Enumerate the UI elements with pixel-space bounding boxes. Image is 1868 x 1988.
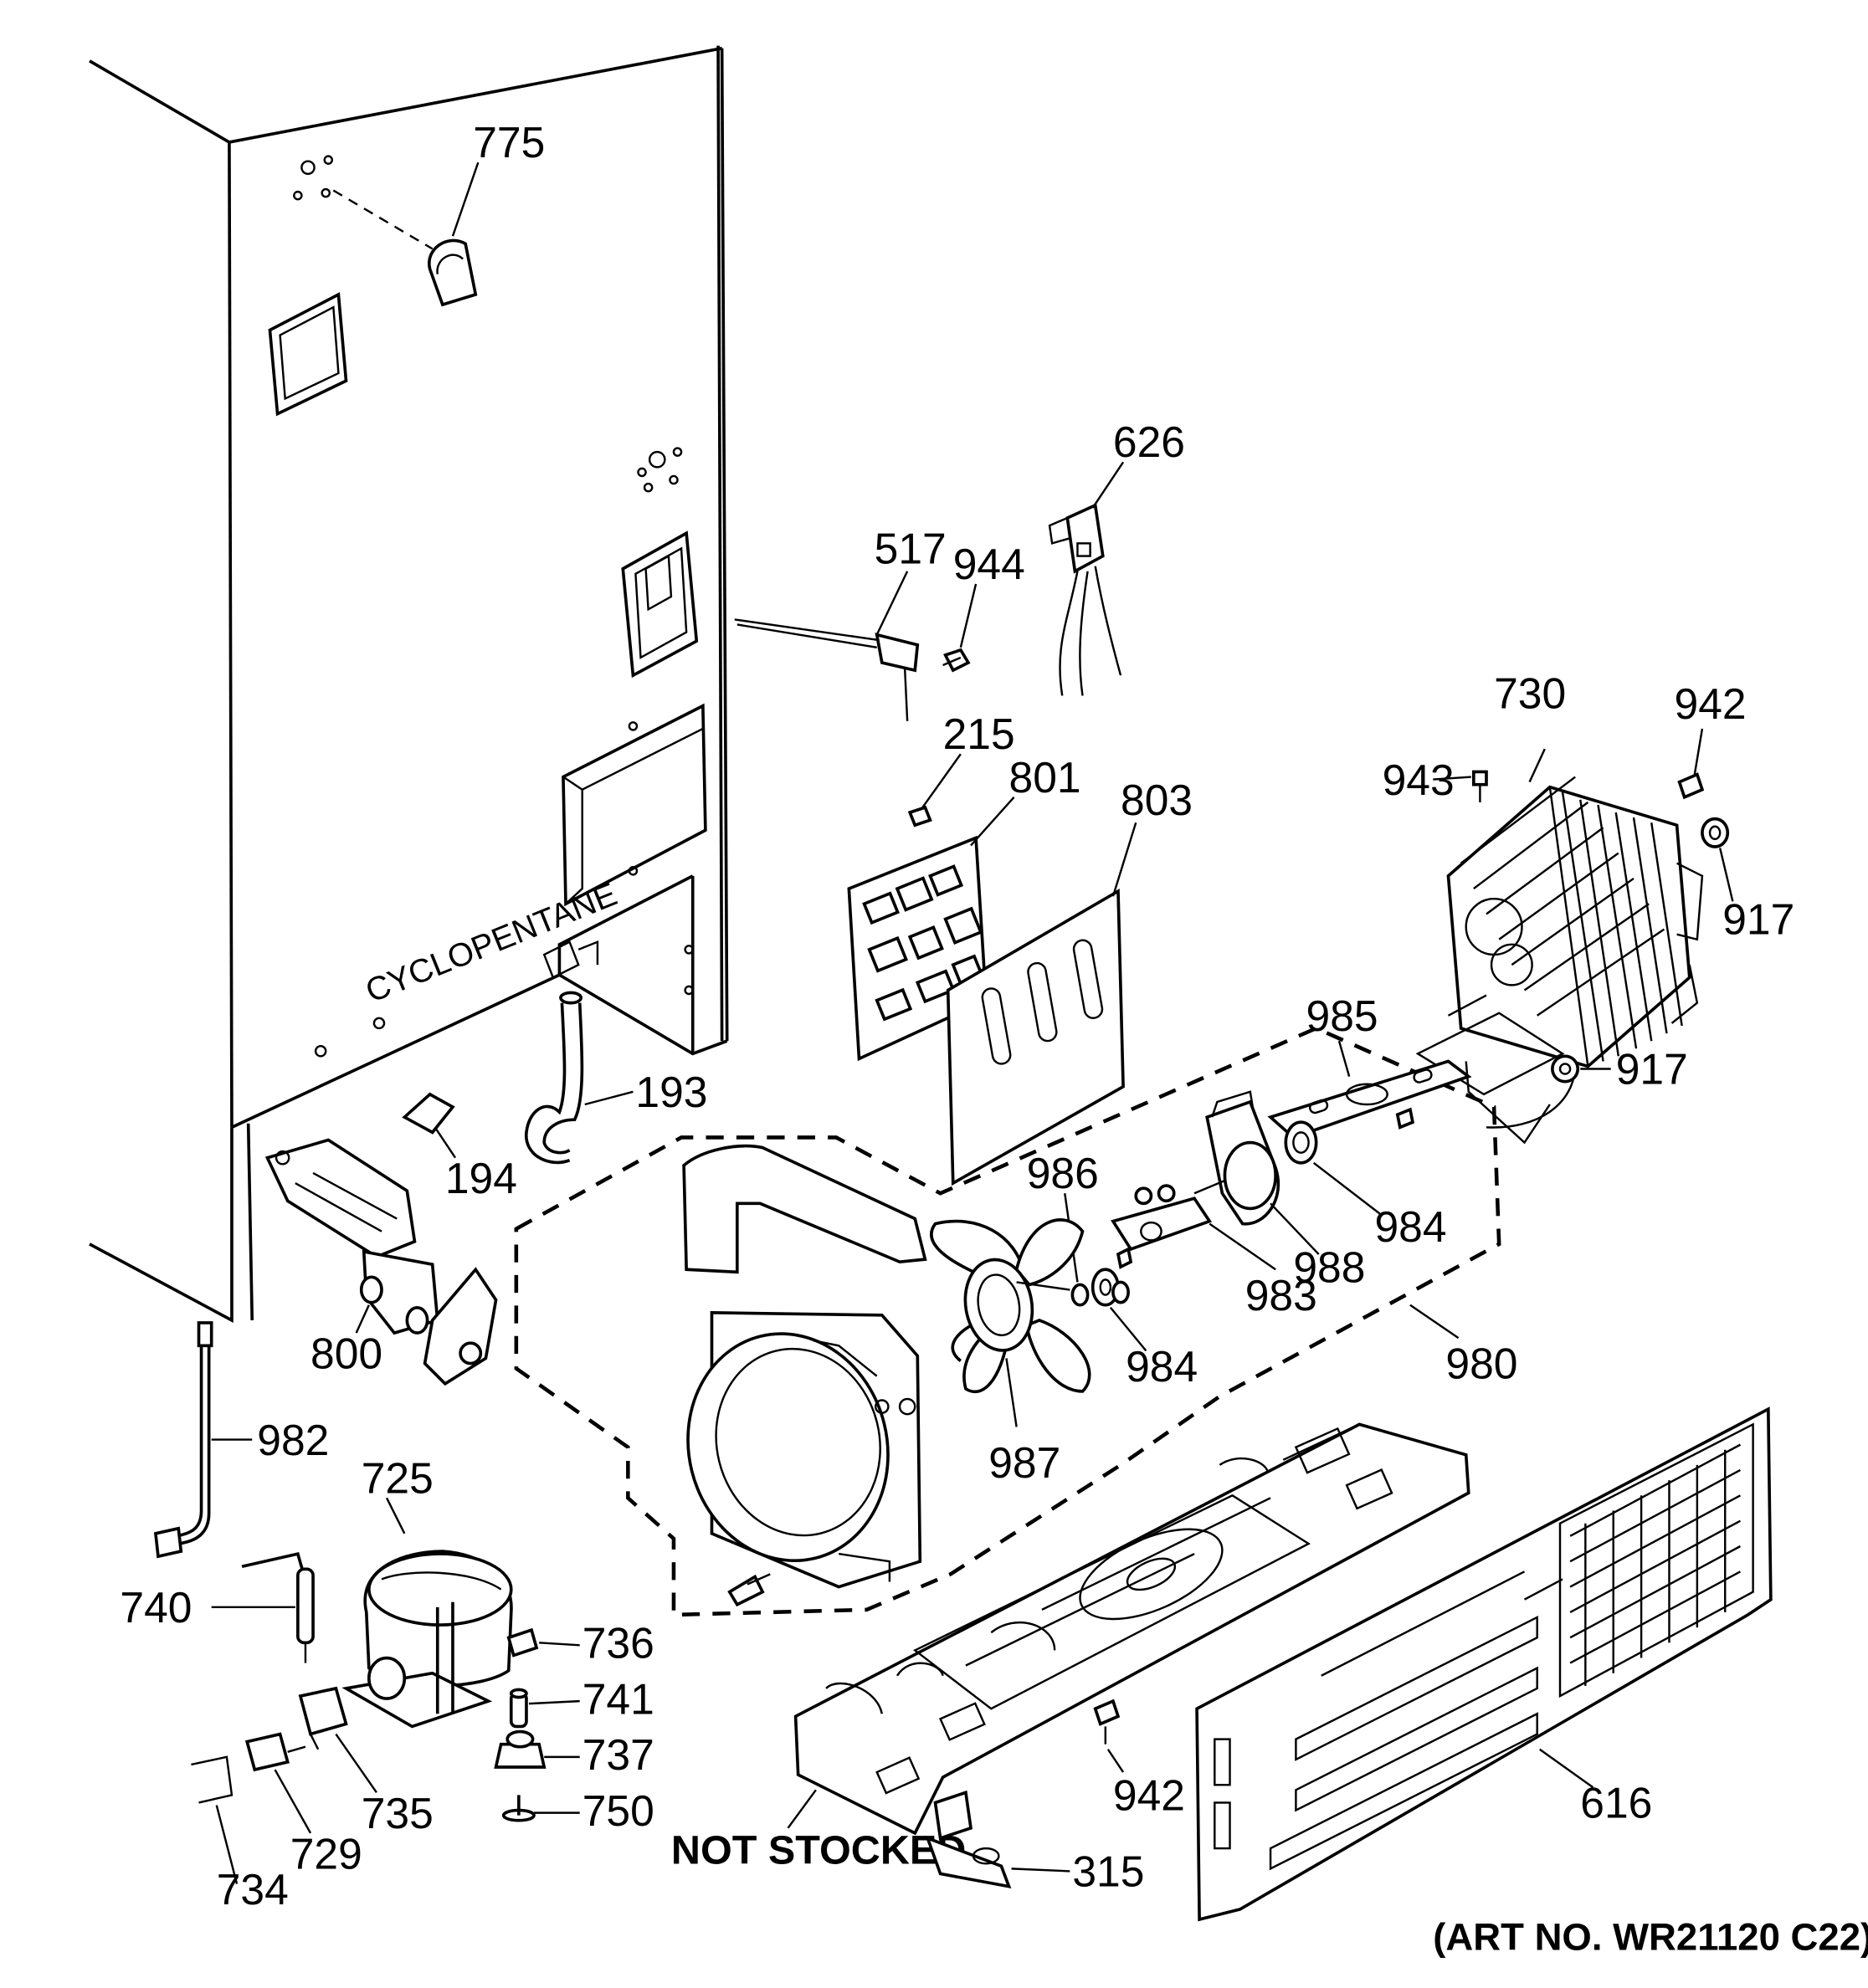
label-215: 215 [943, 710, 1015, 758]
part-736-clip: 736 [506, 1619, 654, 1668]
part-741-sleeve: 741 [509, 1674, 654, 1729]
part-800-water-valve: 800 [264, 1138, 498, 1386]
part-517-sensor: 517 [734, 525, 947, 721]
label-616: 616 [1580, 1779, 1652, 1827]
label-193: 193 [635, 1068, 707, 1116]
label-735: 735 [362, 1789, 434, 1837]
part-984-grommet-lower: 984 [1091, 1268, 1198, 1391]
part-917-grommet-bottom: 917 [1551, 1045, 1688, 1094]
fan-shroud [682, 1144, 927, 1607]
part-942-screw-top: 942 [1675, 679, 1747, 800]
label-917-top: 917 [1722, 895, 1794, 944]
part-215-screw: 215 [907, 710, 1015, 827]
label-803: 803 [1121, 776, 1193, 824]
label-725: 725 [362, 1453, 434, 1502]
label-943: 943 [1383, 756, 1455, 804]
label-517: 517 [875, 525, 947, 573]
label-942-bottom: 942 [1113, 1771, 1185, 1820]
part-987-fan-blade: 987 [930, 1218, 1091, 1487]
part-775-clip: 775 [332, 118, 545, 307]
label-917-bottom: 917 [1616, 1045, 1688, 1094]
label-740: 740 [120, 1583, 192, 1632]
part-740-dryer: 740 [120, 1551, 315, 1663]
label-980: 980 [1445, 1340, 1517, 1388]
label-987: 987 [988, 1438, 1060, 1487]
part-725-compressor: 725 [341, 1453, 513, 1729]
label-775: 775 [473, 118, 545, 167]
label-985: 985 [1306, 991, 1378, 1040]
part-985-bracket: 985 [1267, 991, 1472, 1140]
part-729-overload: 729 [244, 1732, 362, 1878]
label-944: 944 [953, 540, 1025, 588]
label-737: 737 [582, 1730, 654, 1779]
art-number: (ART NO. WR21120 C22) [1433, 1915, 1868, 1958]
label-801: 801 [1009, 753, 1081, 802]
part-986-nut: 986 [1027, 1149, 1099, 1307]
label-800: 800 [310, 1330, 382, 1378]
part-193-drain-tube: 193 [525, 991, 708, 1165]
label-750: 750 [582, 1786, 654, 1835]
part-983-motor-bracket: 983 [1111, 1184, 1317, 1319]
label-986: 986 [1027, 1149, 1099, 1197]
part-737-grommet: 737 [494, 1729, 654, 1779]
label-730: 730 [1494, 669, 1566, 718]
part-917-grommet-top: 917 [1701, 817, 1794, 944]
part-803-cover: 803 [946, 776, 1193, 1186]
label-315: 315 [1072, 1847, 1144, 1896]
part-988-fan-motor: 988 [1193, 1090, 1365, 1291]
label-983: 983 [1245, 1271, 1317, 1319]
label-734: 734 [217, 1865, 289, 1914]
label-984-lower: 984 [1126, 1342, 1198, 1391]
label-194: 194 [445, 1154, 517, 1202]
label-741: 741 [582, 1674, 654, 1723]
base-pan [787, 1422, 1470, 1836]
part-944-screw: 944 [942, 540, 1025, 673]
part-982-tube: 982 [153, 1321, 329, 1559]
part-750-pin: 750 [501, 1786, 654, 1835]
part-315-bracket: 315 [925, 1790, 1144, 1896]
label-729: 729 [290, 1829, 362, 1878]
part-616-grille: 616 [1195, 1406, 1773, 1922]
label-988: 988 [1293, 1242, 1365, 1291]
label-942-top: 942 [1675, 679, 1747, 728]
label-984-right: 984 [1374, 1202, 1446, 1251]
part-984-grommet-upper: 984 [1284, 1120, 1447, 1251]
label-736: 736 [582, 1619, 654, 1668]
label-982: 982 [257, 1416, 329, 1464]
part-626-thermostat: 626 [1048, 418, 1185, 696]
part-943-screw: 943 [1383, 756, 1488, 804]
part-730-evaporator: 730 [1415, 669, 1704, 1145]
part-734-cover: 734 [191, 1755, 289, 1914]
part-735-relay: 735 [298, 1686, 434, 1837]
part-942-screw-bottom: 942 [1093, 1699, 1185, 1820]
label-626: 626 [1113, 418, 1185, 466]
part-194-clip: 194 [402, 1092, 517, 1202]
refrigerator-cabinet: CYCLOPENTANE [89, 45, 729, 1323]
not-stocked-text: NOT STOCKED [671, 1827, 966, 1873]
